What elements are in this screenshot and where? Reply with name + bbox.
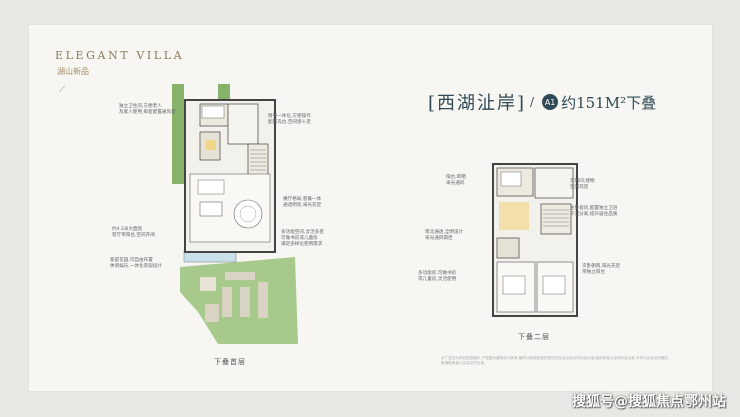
note-second-bed: 次卧朝南,阳光充足 带独立阳台	[582, 264, 621, 275]
disclaimer-text: 本广告仅为项目信息展示,户型图为建筑设计参考,最终以政府批准的规划文件及买卖合同…	[441, 356, 670, 365]
note-living: 横厅格局,客餐一体 通透明亮,采光充足	[283, 197, 322, 208]
unit-type: 约151M²下叠	[561, 93, 657, 112]
note-closet: 衣帽间,储物 空间充足	[570, 179, 595, 190]
garden-table	[200, 277, 216, 291]
project-title: [西湖沚岸] / A1 约151M²下叠	[428, 89, 656, 115]
lower-floor-plan	[172, 84, 298, 344]
lower-floor-label: 下叠首层	[214, 358, 246, 366]
upper-floor-plan	[492, 163, 578, 317]
round-table	[233, 199, 263, 229]
note-bath: 独立卫生间,方便老人 及家人使用,每套配置通风窗	[119, 104, 176, 115]
content-card	[29, 25, 712, 391]
brand-title: ELEGANT VILLA	[55, 49, 185, 62]
decor-slash: ⟋	[59, 85, 66, 95]
note-kitchen: 厨餐一体化,方便操作 配置岛台,空间感十足	[268, 114, 311, 125]
project-name: [西湖沚岸]	[428, 93, 527, 114]
brand-subtitle: 湖山新品	[57, 67, 89, 76]
hedge-left	[172, 84, 184, 184]
title-divider: /	[530, 95, 535, 109]
note-master: 主卧套房,配置独立卫浴 干湿分离,提升居住品质	[570, 206, 618, 217]
note-multi-room: 多功能房,可做书房 或儿童房,灵活使用	[418, 271, 457, 282]
note-layout: 南北通透,全明设计 采光通风俱佳	[425, 230, 464, 241]
garden-area	[180, 257, 298, 344]
upper-bath	[499, 202, 529, 230]
note-garden: 家庭花园,可自由布置 休闲娱乐,一体化景观设计	[110, 258, 162, 269]
note-flex-room: 多功能空间,灵活多变 可做书房或儿童房 满足多样化使用需求	[281, 230, 324, 247]
note-drying: 阳台,晾晒 采光通风	[446, 175, 466, 186]
upper-floor-label: 下叠二层	[518, 333, 550, 341]
note-balcony: 约4.2米大面宽 客厅带阳台,空间开阔	[112, 227, 155, 238]
unit-badge: A1	[542, 94, 559, 110]
watermark: 搜狐号@搜狐焦点鄂州站	[572, 394, 726, 410]
dining-table	[199, 201, 223, 217]
